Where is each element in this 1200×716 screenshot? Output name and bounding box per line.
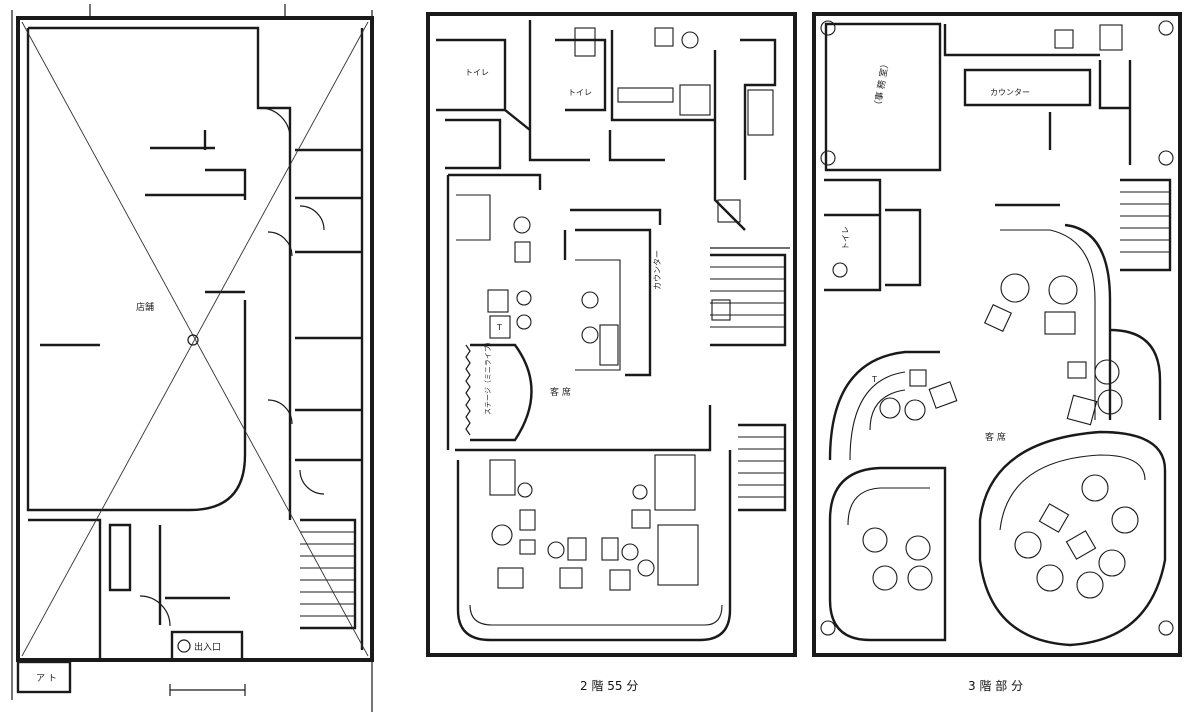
floor-2-counter-label: カウンター [653, 250, 662, 290]
floor-2-toilet-b: トイレ [568, 88, 592, 97]
floor-3-room-label: 客 席 [985, 431, 1006, 443]
floor-2-stage-label: ステージ（ミニライブ） [483, 338, 492, 415]
floor-3-table-mark: T [871, 375, 877, 384]
floor-3-plan [812, 12, 1182, 657]
floor-3-toilet-label: トイレ [841, 226, 850, 250]
floor-2-toilet-a: トイレ [465, 68, 489, 77]
floor-2-table-mark: T [496, 323, 502, 332]
floor-3-counter-label: カウンター [990, 88, 1030, 97]
floor-1-room-label: 店舗 [136, 301, 154, 313]
floor-2-room-label: 客 席 [550, 386, 571, 398]
floor-1-plan [11, 4, 374, 712]
floor-2-caption: 2 階 55 分 [580, 678, 638, 693]
floor-3-caption: 3 階 部 分 [968, 678, 1023, 693]
floor-1-entrance-label: 出入口 [194, 641, 221, 653]
floor-1-corner-label: ア ト [36, 674, 57, 684]
floor-2-plan [426, 12, 797, 657]
floor-3-office-label: （事 務 室） [871, 58, 892, 110]
